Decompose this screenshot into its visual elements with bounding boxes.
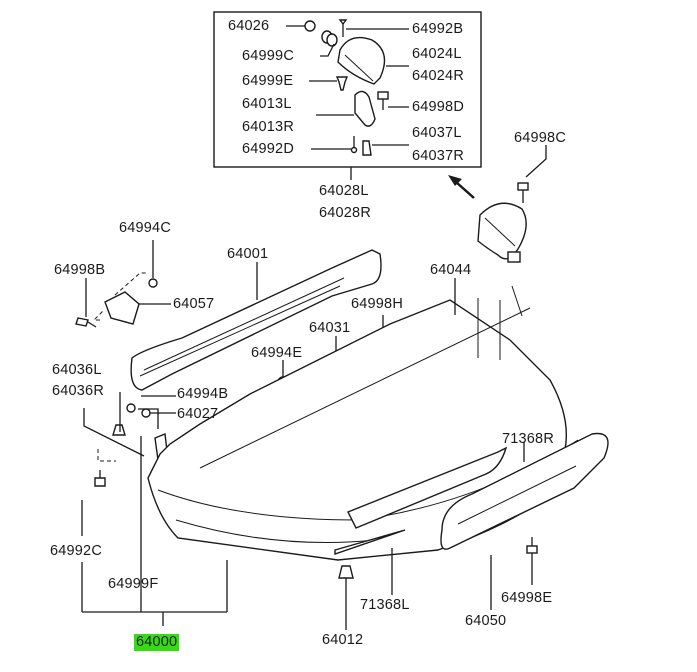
label-64013L[interactable]: 64013L: [242, 96, 292, 112]
label-64024L[interactable]: 64024L: [412, 46, 462, 62]
label-64050[interactable]: 64050: [465, 613, 507, 629]
side-bracket: [92, 272, 148, 325]
label-64028L[interactable]: 64028L: [319, 183, 369, 199]
label-64036L[interactable]: 64036L: [52, 362, 102, 378]
label-64012[interactable]: 64012: [322, 632, 364, 648]
label-64998B[interactable]: 64998B: [54, 262, 106, 278]
label-64057[interactable]: 64057: [173, 296, 215, 312]
license-plate-frame: [440, 432, 609, 550]
label-71368L[interactable]: 71368L: [360, 597, 410, 613]
label-64998C[interactable]: 64998C: [514, 130, 566, 146]
arrow-icon: [448, 175, 475, 199]
tail-lamp-assembly: [477, 202, 527, 263]
label-64998H[interactable]: 64998H: [351, 296, 403, 312]
inset-parts: [286, 19, 409, 156]
label-64024R[interactable]: 64024R: [412, 68, 464, 84]
label-64001[interactable]: 64001: [227, 246, 269, 262]
label-64999E[interactable]: 64999E: [242, 73, 294, 89]
label-64994E[interactable]: 64994E: [251, 345, 303, 361]
label-64999F[interactable]: 64999F: [108, 576, 159, 592]
label-64999C[interactable]: 64999C: [242, 48, 294, 64]
label-64992D[interactable]: 64992D: [242, 141, 294, 157]
label-64044[interactable]: 64044: [430, 262, 472, 278]
label-64013R[interactable]: 64013R: [242, 119, 294, 135]
label-64028R[interactable]: 64028R: [319, 205, 371, 221]
label-64026[interactable]: 64026: [228, 18, 270, 34]
bumper-reinforcement: [130, 249, 382, 391]
label-64000-highlighted[interactable]: 64000: [134, 634, 180, 651]
label-64998D[interactable]: 64998D: [412, 99, 464, 115]
inset-frame: [213, 11, 482, 168]
label-64027[interactable]: 64027: [177, 406, 219, 422]
label-64992C[interactable]: 64992C: [50, 543, 102, 559]
label-64037L[interactable]: 64037L: [412, 125, 462, 141]
label-64031[interactable]: 64031: [309, 320, 351, 336]
label-64994C[interactable]: 64994C: [119, 220, 171, 236]
label-64036R[interactable]: 64036R: [52, 383, 104, 399]
label-64992B[interactable]: 64992B: [412, 21, 464, 37]
label-64037R[interactable]: 64037R: [412, 148, 464, 164]
label-71368R[interactable]: 71368R: [502, 431, 554, 447]
label-64994B[interactable]: 64994B: [177, 386, 229, 402]
label-64998E[interactable]: 64998E: [501, 590, 553, 606]
